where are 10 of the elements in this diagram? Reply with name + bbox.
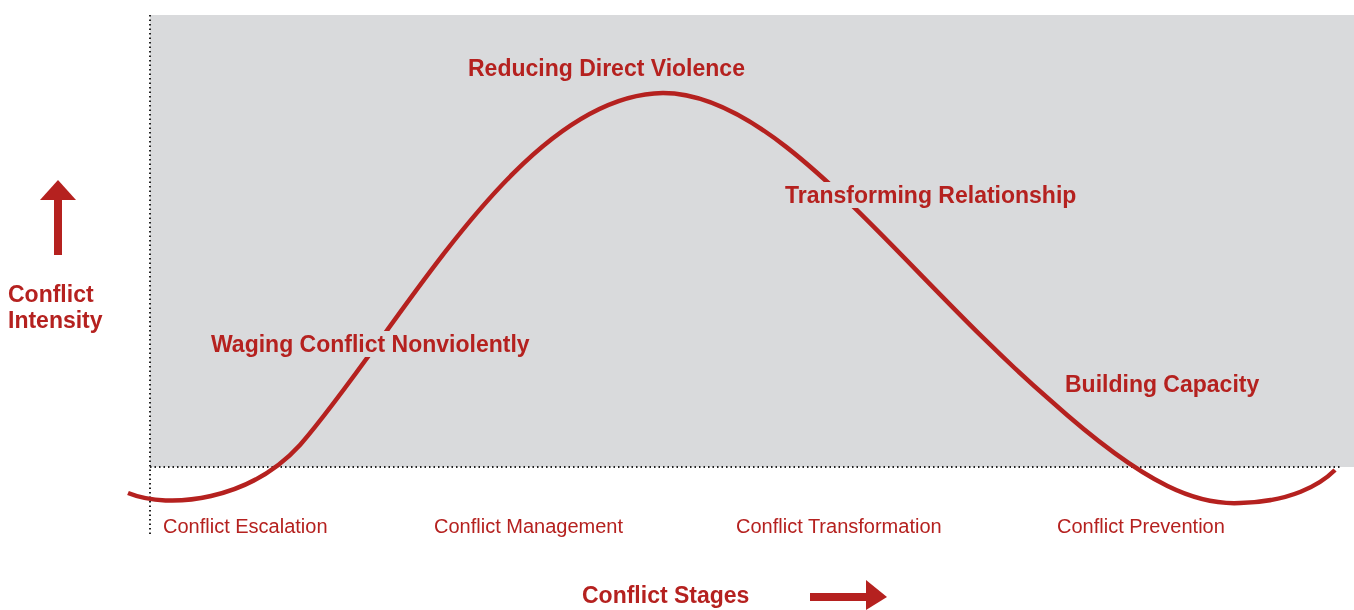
axis-title: Conflict Stages (582, 582, 750, 609)
curve-label: Waging Conflict Nonviolently (209, 331, 532, 358)
curve-label: Building Capacity (1065, 371, 1260, 398)
stage-label: Conflict Management (434, 515, 623, 538)
curve-label: Reducing Direct Violence (468, 55, 745, 82)
curve-label: Transforming Relationship (783, 182, 1079, 209)
axis-title: Conflict Intensity (8, 281, 104, 334)
stage-label: Conflict Prevention (1057, 515, 1225, 538)
stage-label: Conflict Transformation (736, 515, 942, 538)
stage-label: Conflict Escalation (163, 515, 328, 538)
